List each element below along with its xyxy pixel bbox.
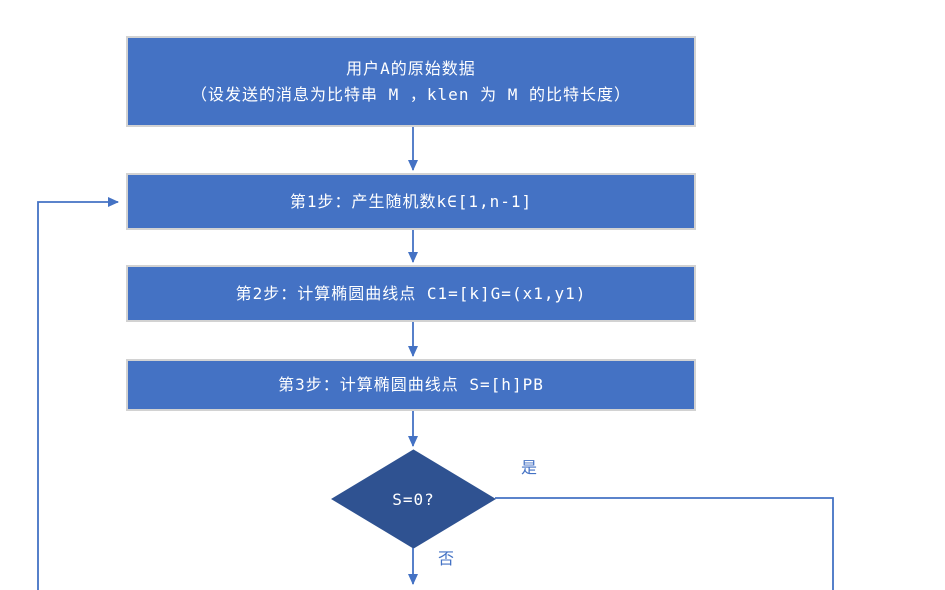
- start-box-line2: （设发送的消息为比特串 M ，klen 为 M 的比特长度）: [191, 84, 631, 104]
- step-2-label: 第2步：计算椭圆曲线点 C1=[k]G=(x1,y1): [235, 283, 587, 303]
- step-3-box: 第3步：计算椭圆曲线点 S=[h]PB: [126, 359, 696, 411]
- step-1-label: 第1步：产生随机数k∈[1,n-1]: [289, 191, 533, 211]
- no-branch-label: 否: [438, 549, 455, 568]
- step-3-label: 第3步：计算椭圆曲线点 S=[h]PB: [278, 375, 544, 394]
- yes-branch-label: 是: [521, 458, 538, 477]
- start-box-line1: 用户A的原始数据: [346, 58, 476, 78]
- step-2-box: 第2步：计算椭圆曲线点 C1=[k]G=(x1,y1): [126, 265, 696, 322]
- decision-diamond-label: S=0?: [392, 489, 435, 509]
- step-1-box: 第1步：产生随机数k∈[1,n-1]: [126, 173, 696, 230]
- start-box: 用户A的原始数据 （设发送的消息为比特串 M ，klen 为 M 的比特长度）: [126, 36, 696, 127]
- yes-branch-line: [495, 497, 834, 590]
- loop-back-line: [37, 197, 119, 590]
